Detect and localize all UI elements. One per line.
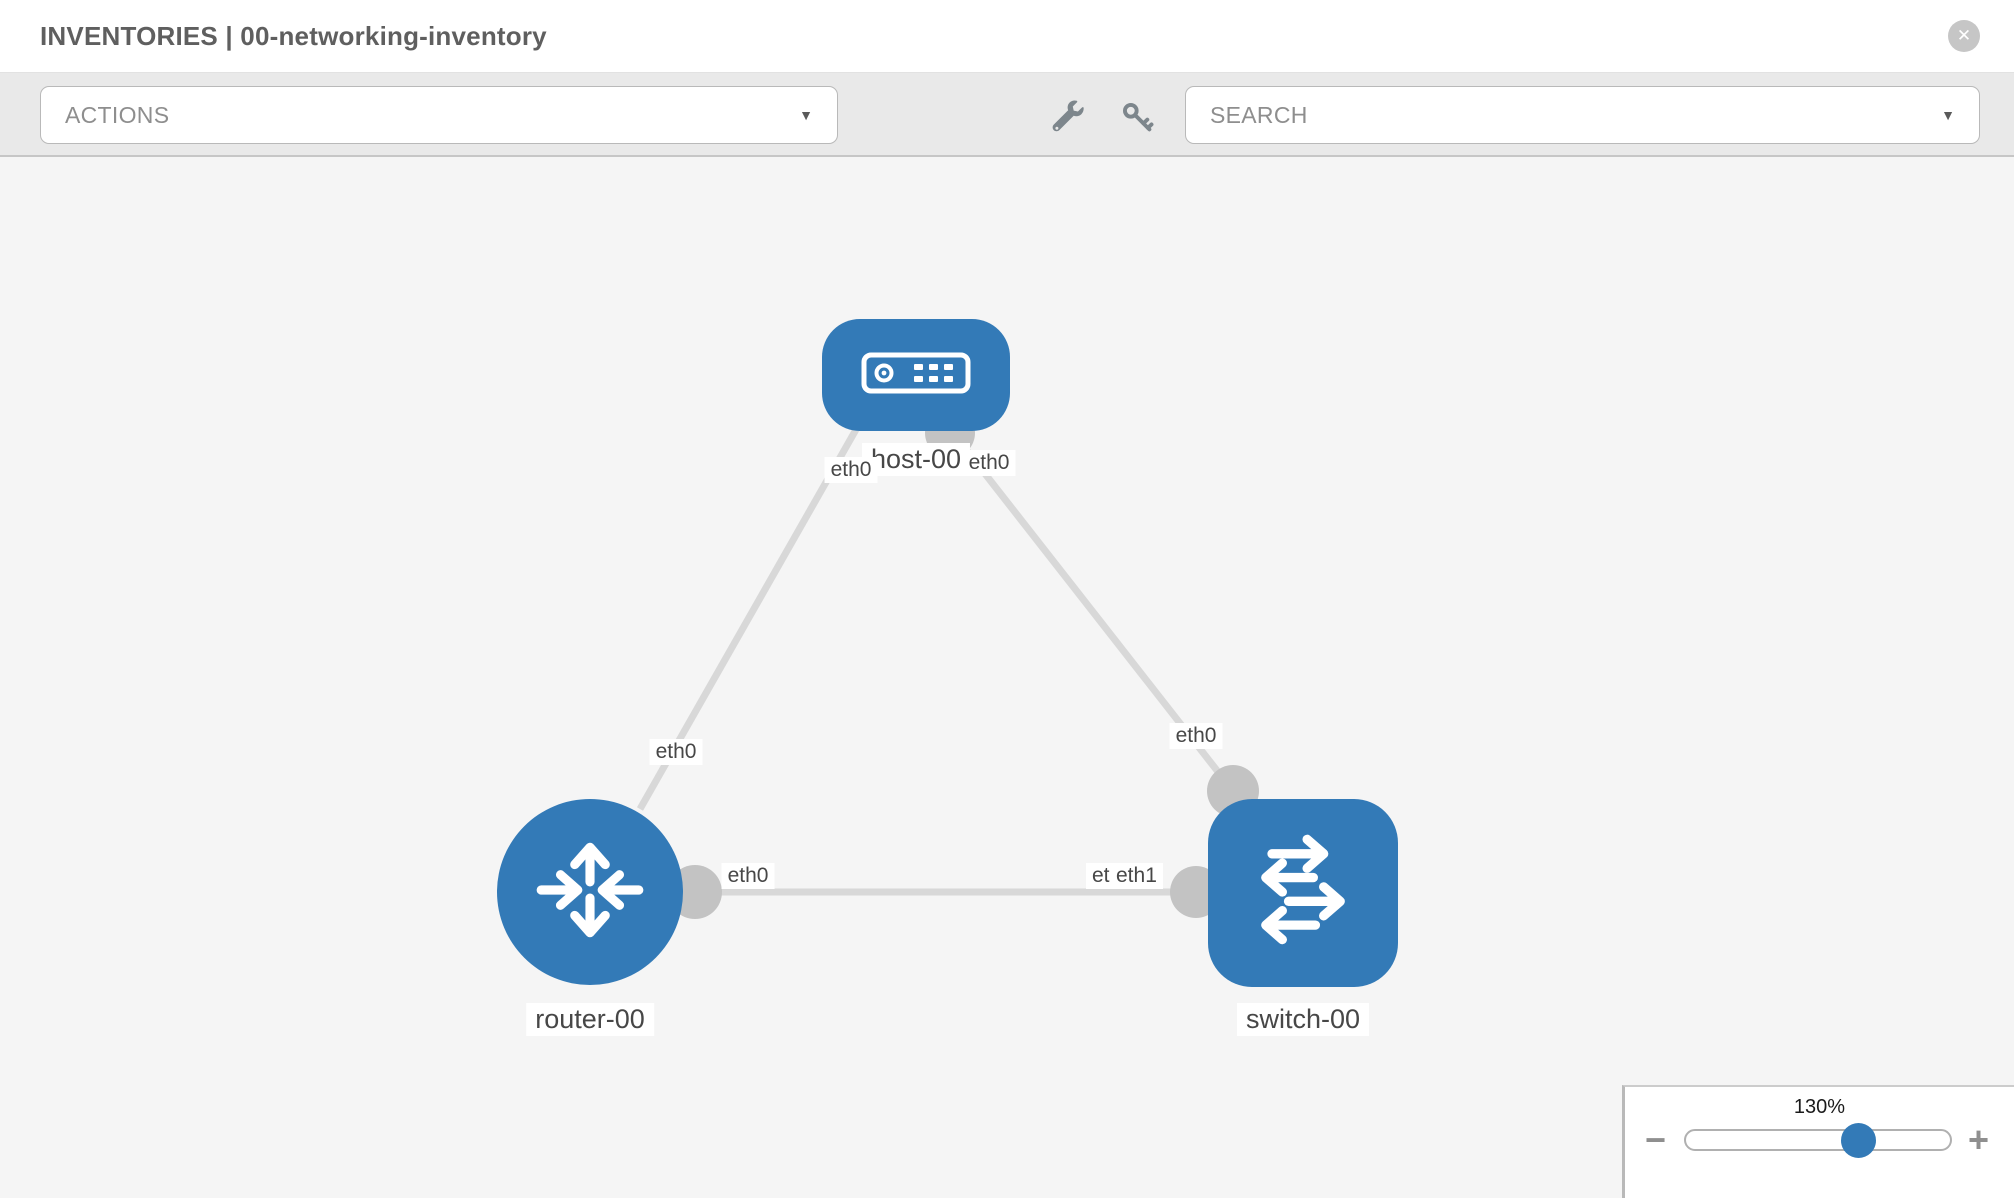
host-icon xyxy=(861,352,971,399)
page-title: INVENTORIES | 00-networking-inventory xyxy=(40,21,547,51)
switch-icon xyxy=(1241,829,1365,958)
iface-label-host-to-router: eth0 xyxy=(824,457,878,483)
chevron-down-icon: ▼ xyxy=(1941,107,1955,123)
zoom-in-button[interactable]: + xyxy=(1968,1119,1990,1160)
zoom-level-value: 130% xyxy=(1793,1096,1846,1118)
search-dropdown[interactable]: SEARCH ▼ xyxy=(1185,86,1980,144)
iface-label-router-to-switch: eth0 xyxy=(721,863,775,889)
configure-button[interactable] xyxy=(1045,97,1091,143)
node-host-00[interactable] xyxy=(822,319,1010,431)
iface-label-host-to-switch: eth0 xyxy=(962,450,1016,476)
actions-dropdown-label: ACTIONS xyxy=(65,101,170,128)
node-label-router: router-00 xyxy=(526,1003,654,1036)
credentials-button[interactable] xyxy=(1115,97,1161,143)
toolbar: ACTIONS ▼ SEARCH ▼ xyxy=(0,73,2014,157)
search-dropdown-label: SEARCH xyxy=(1210,101,1308,128)
close-icon: ✕ xyxy=(1956,26,1972,45)
topology-canvas[interactable]: host-00 router-00 switch-00 eth0 eth0 et… xyxy=(0,157,2014,1198)
node-switch-00[interactable] xyxy=(1208,799,1398,987)
key-icon xyxy=(1120,100,1156,141)
zoom-out-button[interactable]: − xyxy=(1645,1119,1667,1160)
node-router-00[interactable] xyxy=(497,799,683,985)
actions-dropdown[interactable]: ACTIONS ▼ xyxy=(40,86,838,144)
topology-links xyxy=(636,408,1259,919)
iface-label-router-to-host: eth0 xyxy=(649,739,703,765)
zoom-slider-track[interactable] xyxy=(1684,1123,1953,1158)
iface-label-switch-to-router: eth1 xyxy=(1110,863,1163,889)
chevron-down-icon: ▼ xyxy=(799,107,813,123)
zoom-panel: 130% − + xyxy=(1622,1085,2014,1198)
node-label-switch: switch-00 xyxy=(1236,1003,1370,1036)
close-button[interactable]: ✕ xyxy=(1948,20,1980,52)
iface-label-switch-to-host: eth0 xyxy=(1169,723,1223,749)
wrench-icon xyxy=(1050,99,1086,141)
router-icon xyxy=(529,829,651,956)
node-label-host: host-00 xyxy=(861,443,971,476)
header-bar: INVENTORIES | 00-networking-inventory ✕ xyxy=(0,0,2014,73)
zoom-slider-thumb[interactable] xyxy=(1841,1123,1877,1158)
